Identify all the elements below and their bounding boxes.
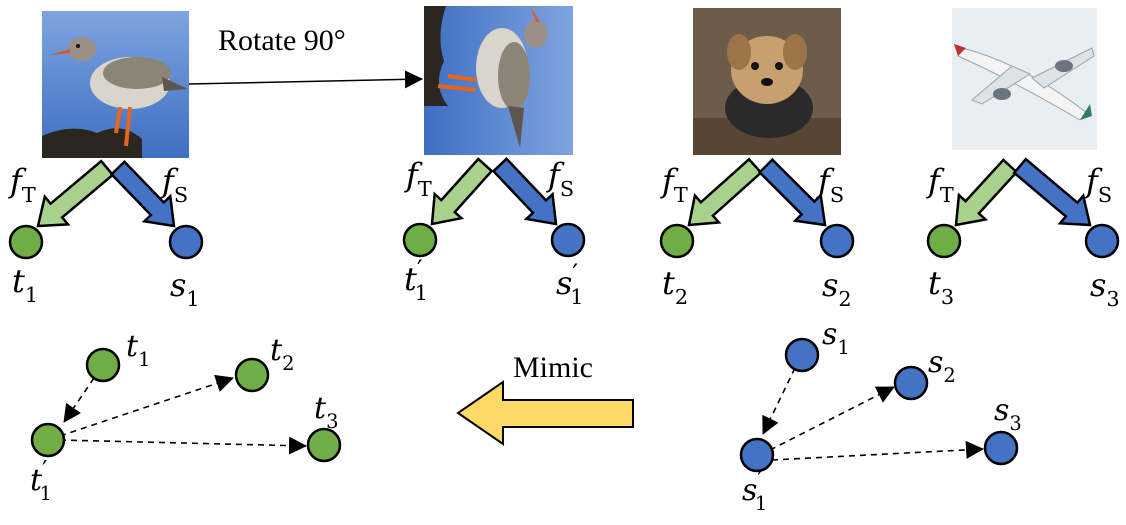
teacher-feature-2 [402,222,438,258]
teacher-feature-1 [8,224,44,260]
student-feature-label-4: s3 [1090,266,1120,311]
teacher-space [30,347,342,463]
teacher-space-label-4: t′1 [30,456,52,505]
teacher-encoder-arrow-3 [687,157,763,227]
teacher-encoder-arrow-4 [954,158,1019,227]
student-edge-s1prime-s1 [762,367,796,435]
student-space-label-1: s1 [822,317,850,359]
student-space-label-2: s2 [928,345,956,387]
teacher-encoder-label-2: fT [404,156,432,201]
rotated-bird-photo-icon [424,6,573,155]
teacher-encoder-arrow-2 [430,157,494,226]
student-feature-label-2: s′1 [556,259,583,309]
student-edge-s1prime-s3 [771,440,984,461]
teacher-encoder-label-4: fT [926,162,954,207]
student-encoder-label-2: fS [546,156,574,201]
student-space [739,337,1019,473]
teacher-space-label-3: t3 [314,391,338,433]
teacher-point-t1 [85,347,121,383]
teacher-edge-t1prime-t3 [59,436,307,455]
student-point-s2 [893,365,929,401]
mimic-arrow-icon [456,380,634,446]
teacher-space-label-2: t2 [270,333,294,375]
student-space-label-3: s3 [994,393,1022,435]
student-feature-4 [1084,223,1120,259]
teacher-point-t2 [234,357,270,393]
teacher-encoder-label-3: fT [660,162,688,207]
student-point-s3 [983,430,1019,466]
teacher-feature-label-3: t2 [662,264,688,309]
student-encoder-label-1: fS [160,162,188,207]
teacher-point-t1prime [30,422,66,458]
airplane-photo-icon [952,8,1097,150]
teacher-encoder-label-1: fT [8,162,36,207]
teacher-feature-label-2: t′1 [404,255,428,305]
rotate-label: Rotate 90° [218,24,346,57]
teacher-feature-label-1: t1 [12,262,38,307]
student-encoder-label-4: fS [1084,162,1112,207]
teacher-feature-label-4: t3 [928,264,954,309]
mimic-label: Mimic [513,351,593,384]
bird-photo-icon [42,11,189,158]
student-edge-s1prime-s2 [769,386,895,451]
student-encoder-arrow-1 [109,159,176,228]
student-point-s1 [784,337,820,373]
dog-photo-icon [693,8,841,155]
teacher-edge-t1prime-t2 [59,374,234,437]
teacher-space-label-1: t1 [126,329,150,371]
student-encoder-arrow-3 [757,157,827,227]
student-feature-label-3: s2 [822,266,852,311]
teacher-feature-3 [659,223,695,259]
teacher-encoder-arrow-1 [36,159,115,228]
student-space-label-4: s′1 [742,466,767,515]
student-feature-3 [819,223,855,259]
student-feature-label-1: s1 [170,266,200,311]
rotate-arrow [188,70,423,89]
teacher-point-t3 [306,427,342,463]
student-feature-2 [550,222,586,258]
teacher-edge-t1prime-t1 [63,377,95,423]
student-feature-1 [168,224,204,260]
student-encoder-arrow-4 [1012,157,1092,227]
teacher-feature-4 [926,223,962,259]
student-point-s1prime [739,437,775,473]
student-encoder-arrow-2 [491,157,558,226]
